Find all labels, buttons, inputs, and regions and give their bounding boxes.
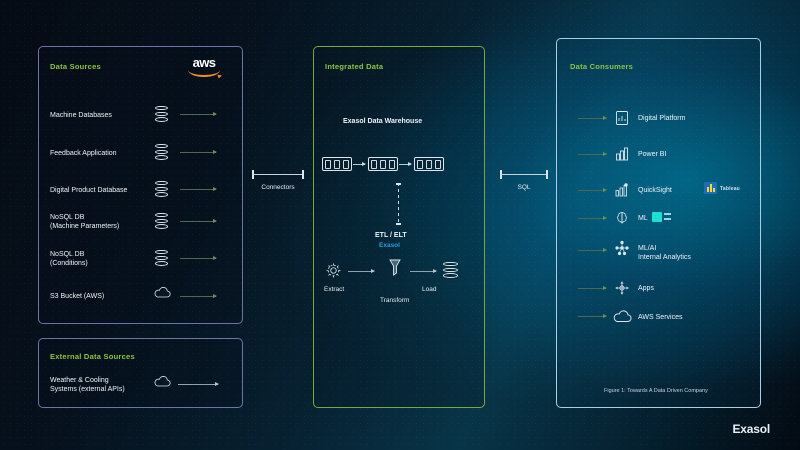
external-sublabel-0: Systems (external APIs) <box>50 386 125 393</box>
connector-left-label: Connectors <box>261 184 295 191</box>
aws-logo-text: aws <box>192 55 216 70</box>
cluster-node-3 <box>414 157 444 171</box>
brain-icon <box>614 210 630 226</box>
external-sources-title: External Data Sources <box>50 352 135 361</box>
consumer-arrow-0 <box>578 115 607 120</box>
cluster-node-1 <box>322 157 352 171</box>
warehouse-title: Exasol Data Warehouse <box>343 118 423 125</box>
integrated-data-title: Integrated Data <box>325 62 384 71</box>
data-consumers-title: Data Consumers <box>570 62 634 71</box>
consumer-label-5: Apps <box>638 285 654 292</box>
load-arrow <box>410 268 437 273</box>
cluster-arrow-2 <box>399 161 412 166</box>
ml-nodes-icon <box>614 240 630 256</box>
etl-subtitle: Exasol <box>379 242 400 249</box>
database-icon <box>155 144 168 161</box>
consumer-arrow-5 <box>578 285 607 290</box>
connector-cap-right <box>302 170 304 179</box>
exasol-brand-logo: Exasol <box>732 422 771 436</box>
source-label-5: S3 Bucket (AWS) <box>50 293 105 300</box>
connector-cap-right <box>546 170 548 179</box>
consumer-label-6: AWS Services <box>638 314 683 321</box>
extract-arrow <box>348 268 375 273</box>
cloud-icon <box>153 376 171 387</box>
connector-right-label: SQL <box>517 184 531 191</box>
step-label-transform: Transform <box>380 297 410 304</box>
consumer-label-0: Digital Platform <box>638 115 686 122</box>
source-arrow-4 <box>180 255 217 260</box>
step-label-extract: Extract <box>324 286 345 293</box>
cluster-node-2 <box>368 157 398 171</box>
database-icon <box>155 250 168 267</box>
aws-logo: aws <box>182 56 226 78</box>
consumer-label-3: ML <box>638 215 648 222</box>
powerbi-icon <box>614 146 630 162</box>
figure-caption: Figure 1: Towards A Data Driven Company <box>604 388 708 394</box>
database-icon <box>443 262 458 281</box>
connector-line <box>252 174 304 175</box>
database-icon <box>155 106 168 123</box>
warehouse-etl-link <box>396 183 401 225</box>
connector-line <box>500 174 548 175</box>
source-arrow-2 <box>180 186 217 191</box>
source-arrow-1 <box>180 149 217 154</box>
tableau-badge-icon <box>704 182 717 194</box>
app-icon <box>614 280 630 296</box>
etl-title: ETL / ELT <box>375 232 407 239</box>
source-arrow-5 <box>180 293 217 298</box>
document-chart-icon <box>614 110 630 126</box>
consumer-label-1: Power BI <box>638 151 667 158</box>
consumer-arrow-2 <box>578 187 607 192</box>
consumer-label-4: ML/AI <box>638 245 657 252</box>
connector-left: Connectors <box>252 170 304 194</box>
consumer-sublabel-4: Internal Analytics <box>638 254 691 261</box>
source-sublabel-4: (Conditions) <box>50 260 88 267</box>
panel-external-data-sources <box>38 338 243 408</box>
connector-right: SQL <box>500 170 548 194</box>
consumer-arrow-1 <box>578 151 607 156</box>
cluster-arrow-1 <box>353 161 366 166</box>
consumer-arrow-4 <box>578 247 607 252</box>
source-label-0: Machine Databases <box>50 112 112 119</box>
source-label-1: Feedback Application <box>50 150 117 157</box>
source-label-4: NoSQL DB <box>50 251 85 258</box>
data-sources-title: Data Sources <box>50 62 101 71</box>
step-label-load: Load <box>422 286 437 293</box>
ml-badge-bar-bottom <box>664 218 671 220</box>
ml-badge-bar-top <box>664 213 671 215</box>
consumer-arrow-6 <box>578 313 607 318</box>
source-label-3: NoSQL DB <box>50 214 85 221</box>
source-arrow-3 <box>180 218 217 223</box>
external-label-0: Weather & Cooling <box>50 377 109 384</box>
ml-badge-icon <box>652 212 662 222</box>
external-arrow-0 <box>178 381 219 386</box>
source-arrow-0 <box>180 111 217 116</box>
source-sublabel-3: (Machine Parameters) <box>50 223 120 230</box>
source-label-2: Digital Product Database <box>50 187 128 194</box>
cloud-icon <box>153 287 171 298</box>
panel-data-sources <box>38 46 243 324</box>
database-icon <box>155 181 168 198</box>
panel-integrated-data <box>313 46 485 408</box>
aws-smile-swoosh <box>188 70 220 77</box>
consumer-arrow-3 <box>578 215 607 220</box>
database-icon <box>155 213 168 230</box>
cloud-icon <box>612 310 632 323</box>
panel-data-consumers <box>556 38 761 408</box>
quicksight-icon <box>614 182 630 198</box>
gear-icon <box>325 262 342 279</box>
funnel-icon <box>388 258 402 278</box>
consumer-label-2: QuickSight <box>638 187 672 194</box>
tableau-badge-label: Tableau <box>720 186 740 192</box>
